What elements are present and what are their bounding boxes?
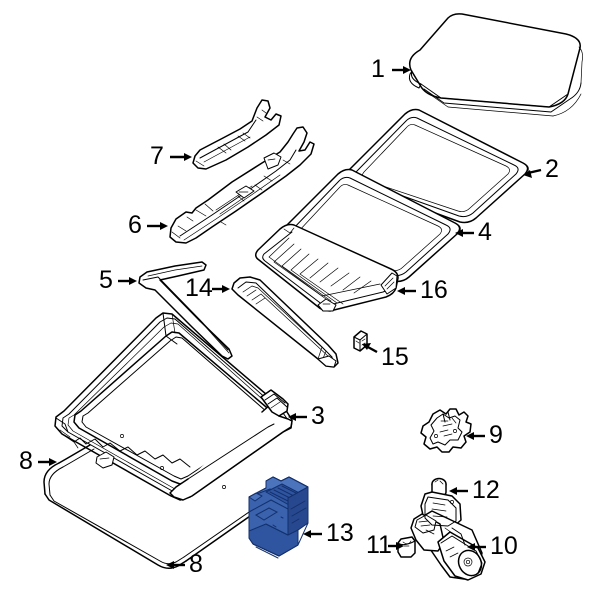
- part-13-sunroof-control-module: [248, 476, 309, 559]
- callout-label-3[interactable]: 3: [311, 402, 325, 430]
- part-9-motor-mount-bracket: [420, 408, 472, 453]
- part-1-sunroof-glass-panel: [408, 13, 583, 117]
- callout-label-2[interactable]: 2: [545, 155, 559, 183]
- callout-label-4[interactable]: 4: [478, 218, 492, 246]
- part-16-sunshade-panel: [255, 223, 399, 312]
- callout-label-11[interactable]: 11: [366, 531, 392, 559]
- part-14-wind-deflector: [231, 276, 339, 368]
- part-15-sunshade-stop-clip: [353, 330, 368, 352]
- callout-label-8-lower[interactable]: 8: [189, 550, 203, 578]
- callout-label-1[interactable]: 1: [371, 55, 385, 83]
- callout-label-8-upper[interactable]: 8: [19, 447, 33, 475]
- callout-label-6[interactable]: 6: [128, 211, 142, 239]
- part-7-lift-arm-link: [192, 99, 282, 170]
- callout-label-14[interactable]: 14: [185, 274, 213, 302]
- callout-label-16[interactable]: 16: [420, 276, 448, 304]
- callout-label-9[interactable]: 9: [489, 421, 503, 449]
- callout-label-7[interactable]: 7: [150, 142, 164, 170]
- part-3-sunroof-housing-frame: [54, 312, 293, 501]
- part-6-guide-rail-assembly: [169, 126, 315, 244]
- callout-arrows: [38, 66, 542, 569]
- callout-label-12[interactable]: 12: [472, 476, 500, 504]
- part-10-sunroof-drive-motor: [410, 491, 486, 581]
- part-5-drain-tube-bracket: [138, 261, 233, 360]
- callout-label-10[interactable]: 10: [490, 532, 518, 560]
- callout-label-13[interactable]: 13: [326, 519, 354, 547]
- callout-label-5[interactable]: 5: [99, 266, 113, 294]
- callout-label-15[interactable]: 15: [381, 343, 409, 371]
